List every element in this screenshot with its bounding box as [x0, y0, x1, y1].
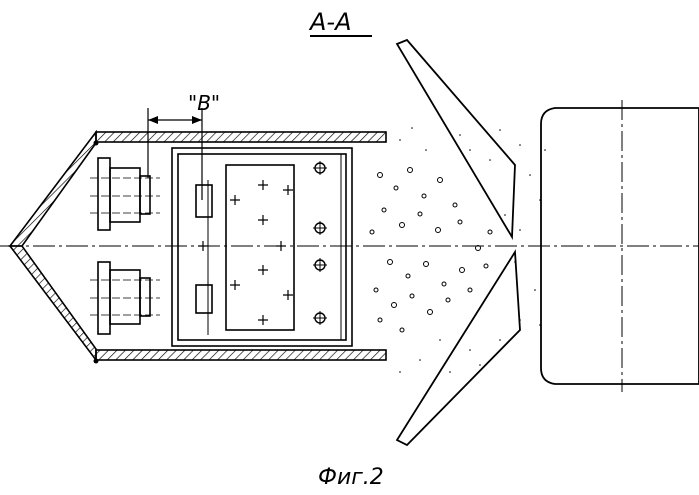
figure-caption: Фиг.2 [318, 465, 384, 490]
housing-top-wall [96, 132, 386, 142]
housing [10, 132, 386, 364]
housing-nose-lower [10, 246, 96, 360]
housing-bottom-wall [96, 350, 386, 360]
housing-corner-mark [94, 359, 99, 364]
deflector-lower [397, 252, 520, 445]
motor-unit-lower [90, 262, 160, 334]
dimension-b: "B" [148, 91, 220, 200]
housing-nose-upper [10, 132, 96, 246]
spray-particles [370, 168, 492, 333]
detail-label: "B" [188, 91, 220, 115]
motor-unit-upper [90, 158, 160, 230]
housing-corner-mark [94, 141, 99, 146]
frame-assembly [172, 148, 352, 346]
spray-dust [399, 127, 546, 373]
section-title: A-A [308, 8, 352, 36]
deflector-upper [397, 40, 515, 237]
